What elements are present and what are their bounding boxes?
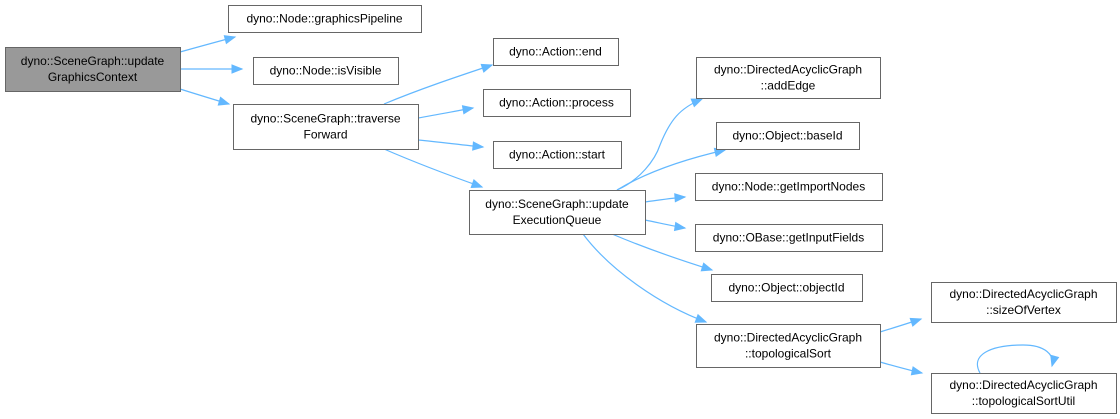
edge-n3-to-n6	[417, 139, 485, 151]
arrowhead-icon	[909, 317, 923, 327]
node-label: dyno::DirectedAcyclicGraph	[949, 378, 1097, 392]
edge-n7-to-n12	[611, 233, 714, 272]
node-label: dyno::Object::objectId	[728, 281, 844, 295]
node-dyno-action-start[interactable]: dyno::Action::start	[493, 141, 622, 169]
arrowhead-icon	[223, 35, 237, 45]
edge-line	[582, 233, 707, 323]
edge-n13-to-n14	[879, 317, 923, 333]
node-label: dyno::Action::end	[509, 45, 602, 59]
node-dyno-node-getimportnodes[interactable]: dyno::Node::getImportNodes	[695, 173, 883, 201]
node-box[interactable]	[716, 122, 860, 150]
nodes-layer: dyno::SceneGraph::updateGraphicsContextd…	[5, 5, 1117, 414]
node-label: dyno::OBase::getInputFields	[713, 231, 864, 245]
edge-n3-to-n7	[383, 148, 484, 188]
node-label: dyno::SceneGraph::traverse	[250, 112, 400, 126]
edge-n13-to-n15	[879, 361, 924, 376]
node-label: Forward	[303, 128, 347, 142]
arrowhead-icon	[673, 221, 687, 232]
node-label: ExecutionQueue	[513, 213, 602, 227]
node-label: ::topologicalSortUtil	[972, 394, 1075, 408]
edge-n3-to-n4	[383, 63, 494, 105]
edge-line	[616, 149, 726, 191]
edge-line	[611, 233, 713, 271]
node-box[interactable]	[483, 89, 631, 117]
node-label: dyno::Object::baseId	[732, 129, 842, 143]
node-box[interactable]	[493, 141, 622, 169]
arrowhead-icon	[700, 262, 714, 272]
node-label: ::topologicalSort	[745, 347, 832, 361]
node-label: dyno::DirectedAcyclicGraph	[714, 63, 862, 77]
edge-n7-to-n10	[644, 193, 687, 203]
node-dyno-node-isvisible[interactable]: dyno::Node::isVisible	[253, 57, 399, 85]
node-box[interactable]	[493, 38, 619, 66]
node-box[interactable]	[469, 190, 646, 235]
edge-n0-to-n1	[179, 35, 237, 53]
node-label: dyno::DirectedAcyclicGraph	[714, 331, 862, 345]
node-dyno-directedacyclicgraph-addedge[interactable]: dyno::DirectedAcyclicGraph::addEdge	[696, 57, 881, 99]
arrowhead-icon	[461, 105, 475, 115]
edge-n15-to-n15	[976, 344, 1060, 374]
edge-line	[976, 344, 1054, 374]
arrowhead-icon	[480, 63, 494, 73]
edge-n0-to-n3	[179, 88, 231, 106]
node-label: dyno::Action::process	[499, 96, 614, 110]
node-box[interactable]	[711, 274, 863, 302]
arrowhead-icon	[470, 179, 484, 188]
node-label: dyno::SceneGraph::update	[21, 54, 165, 68]
node-dyno-object-objectid[interactable]: dyno::Object::objectId	[711, 274, 863, 302]
arrowhead-icon	[217, 96, 231, 106]
arrowhead-icon	[690, 98, 704, 108]
node-box[interactable]	[931, 282, 1117, 323]
edge-n7-to-n13	[582, 233, 708, 323]
edge-n7-to-n11	[644, 219, 687, 232]
node-dyno-directedacyclicgraph-topologicalsortutil[interactable]: dyno::DirectedAcyclicGraph::topologicalS…	[931, 373, 1117, 414]
node-dyno-action-end[interactable]: dyno::Action::end	[493, 38, 619, 66]
arrowhead-icon	[1050, 354, 1060, 368]
node-label: dyno::SceneGraph::update	[485, 197, 629, 211]
edge-line	[383, 64, 493, 105]
arrowhead-icon	[674, 193, 687, 203]
arrowhead-icon	[472, 141, 485, 151]
edge-n3-to-n5	[417, 105, 475, 119]
node-box[interactable]	[253, 57, 399, 85]
node-label: dyno::Node::getImportNodes	[712, 180, 865, 194]
edges-layer	[179, 35, 1060, 376]
edge-line	[383, 148, 483, 188]
node-label: dyno::Node::graphicsPipeline	[246, 12, 402, 26]
edge-n0-to-n2	[180, 64, 244, 74]
node-dyno-obase-getinputfields[interactable]: dyno::OBase::getInputFields	[695, 224, 883, 252]
node-label: ::addEdge	[761, 79, 816, 93]
arrowhead-icon	[910, 366, 924, 376]
node-dyno-directedacyclicgraph-topologicalsort[interactable]: dyno::DirectedAcyclicGraph::topologicalS…	[696, 324, 881, 368]
node-box[interactable]	[695, 224, 883, 252]
node-label: dyno::Node::isVisible	[270, 64, 382, 78]
node-label: GraphicsContext	[48, 70, 138, 84]
node-box[interactable]	[233, 104, 419, 150]
node-box[interactable]	[5, 47, 181, 92]
node-dyno-node-graphicspipeline[interactable]: dyno::Node::graphicsPipeline	[228, 5, 422, 33]
node-box[interactable]	[696, 57, 881, 99]
node-label: dyno::DirectedAcyclicGraph	[949, 287, 1097, 301]
node-box[interactable]	[931, 373, 1117, 414]
node-label: dyno::Action::start	[509, 148, 606, 162]
node-box[interactable]	[695, 173, 883, 201]
node-dyno-object-baseid[interactable]: dyno::Object::baseId	[716, 122, 860, 150]
node-dyno-action-process[interactable]: dyno::Action::process	[483, 89, 631, 117]
node-box[interactable]	[696, 324, 881, 368]
node-box[interactable]	[228, 5, 422, 33]
arrowhead-icon	[694, 313, 708, 323]
node-dyno-directedacyclicgraph-sizeofvertex[interactable]: dyno::DirectedAcyclicGraph::sizeOfVertex	[931, 282, 1117, 323]
arrowhead-icon	[231, 64, 244, 74]
edge-n7-to-n8	[616, 98, 704, 191]
edge-line	[616, 98, 703, 191]
node-label: ::sizeOfVertex	[986, 303, 1061, 317]
